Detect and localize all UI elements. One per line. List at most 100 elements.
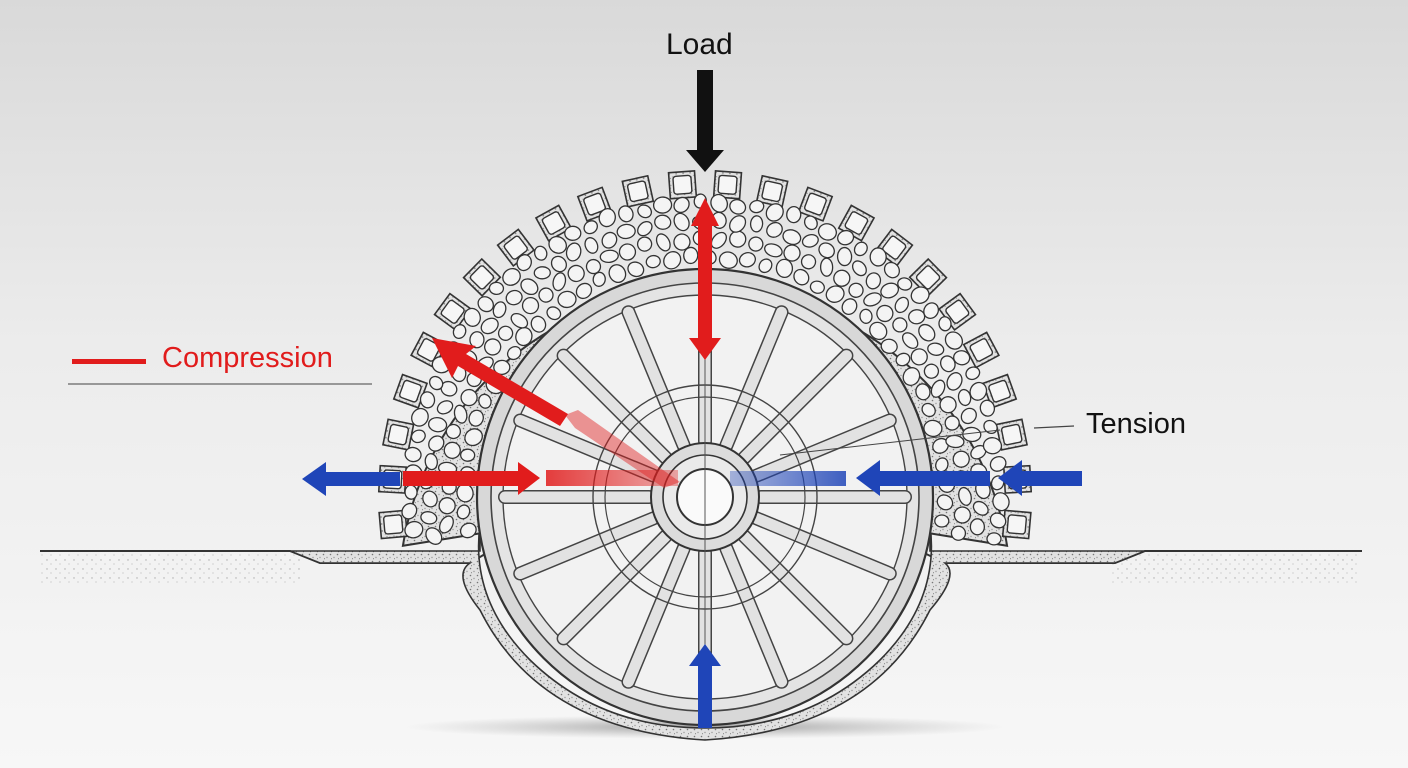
cobblestone bbox=[492, 301, 507, 319]
cobblestone bbox=[515, 326, 533, 347]
cobblestone bbox=[710, 231, 727, 249]
cobblestone bbox=[420, 511, 438, 525]
cobblestone bbox=[825, 285, 845, 303]
cobblestone bbox=[801, 233, 819, 248]
cobblestone bbox=[550, 255, 567, 273]
cobblestone bbox=[548, 235, 568, 254]
cobblestone bbox=[616, 223, 636, 240]
cobblestone bbox=[584, 237, 599, 254]
cobblestone bbox=[663, 251, 682, 270]
cobblestone bbox=[880, 338, 898, 354]
cobblestone bbox=[758, 258, 773, 274]
spoke bbox=[558, 531, 671, 644]
cobblestone bbox=[510, 312, 529, 329]
cobblestone bbox=[460, 388, 478, 407]
cobblestone bbox=[992, 492, 1010, 512]
cobblestone bbox=[841, 298, 858, 315]
cobblestone bbox=[516, 254, 532, 272]
cobblestone bbox=[782, 229, 802, 246]
spoke bbox=[720, 543, 788, 688]
cobblestone bbox=[765, 203, 784, 222]
cobblestone bbox=[583, 220, 598, 235]
arch-tooth bbox=[981, 373, 1018, 409]
cobblestone bbox=[927, 342, 945, 356]
cobblestone bbox=[729, 198, 747, 215]
cobblestone bbox=[944, 415, 960, 431]
cobblestone bbox=[585, 258, 602, 275]
cobblestone bbox=[438, 497, 456, 515]
cobblestone bbox=[654, 214, 672, 230]
cobblestone bbox=[452, 324, 467, 340]
cobblestone bbox=[655, 233, 671, 252]
cobblestone bbox=[459, 522, 477, 539]
ground bbox=[40, 550, 1362, 583]
cobblestone bbox=[464, 428, 483, 447]
cobblestone bbox=[944, 331, 964, 350]
cobblestone bbox=[748, 236, 764, 252]
cobblestone bbox=[422, 490, 438, 508]
cobblestone bbox=[627, 261, 645, 278]
cobblestone bbox=[738, 252, 757, 268]
cobblestone bbox=[895, 352, 911, 367]
cobblestone bbox=[427, 416, 448, 433]
arch-tooth bbox=[712, 170, 743, 200]
cobblestone bbox=[851, 260, 867, 277]
cobblestone bbox=[546, 306, 562, 321]
cobblestone bbox=[853, 241, 868, 257]
cobblestone bbox=[865, 272, 882, 290]
cobblestone bbox=[445, 423, 462, 440]
cobblestone bbox=[533, 245, 548, 261]
cobblestone bbox=[989, 512, 1007, 529]
tension-arrow-bottom bbox=[689, 644, 721, 728]
cobblestone bbox=[848, 282, 864, 298]
arch-tooth bbox=[667, 170, 698, 200]
cobblestone bbox=[766, 221, 783, 238]
cobblestone bbox=[552, 272, 567, 292]
cobblestone bbox=[710, 193, 729, 213]
cobblestone bbox=[936, 494, 954, 511]
cobblestone bbox=[428, 375, 444, 391]
spoke bbox=[558, 350, 671, 463]
cobblestone bbox=[859, 308, 873, 324]
cobblestone bbox=[729, 230, 747, 248]
cobblestone bbox=[404, 520, 424, 539]
cobblestone bbox=[869, 321, 888, 341]
cobblestone bbox=[683, 246, 699, 265]
tension-arrow-right bbox=[730, 460, 1082, 496]
cobblestone bbox=[958, 486, 972, 506]
cobblestone bbox=[910, 348, 928, 366]
arch-tooth bbox=[1001, 509, 1032, 540]
cobblestone bbox=[468, 409, 484, 427]
cobblestone bbox=[972, 500, 989, 516]
cobblestone bbox=[533, 266, 551, 280]
cobblestone bbox=[488, 281, 505, 296]
cobblestone bbox=[960, 407, 977, 425]
cobblestone bbox=[469, 331, 485, 349]
compression-arrows bbox=[68, 198, 721, 495]
arch-tooth bbox=[382, 418, 415, 451]
cobblestone bbox=[910, 286, 930, 304]
cobblestone bbox=[404, 446, 422, 463]
cobblestone bbox=[480, 317, 499, 335]
cobblestone bbox=[599, 249, 619, 264]
cobblestone bbox=[565, 242, 582, 262]
cobblestone bbox=[592, 271, 606, 287]
cobblestone bbox=[869, 247, 887, 267]
cobblestone bbox=[521, 296, 540, 315]
cobblestone bbox=[497, 325, 514, 341]
cobblestone bbox=[598, 208, 616, 228]
spoke bbox=[720, 306, 788, 451]
cobblestone bbox=[564, 225, 582, 241]
cobblestone bbox=[901, 332, 919, 349]
cobblestone bbox=[946, 372, 963, 391]
cobblestone bbox=[618, 243, 637, 261]
cobblestone bbox=[410, 429, 426, 444]
cobblestone bbox=[520, 278, 539, 296]
arch-tooth bbox=[797, 186, 834, 222]
arch-tooth bbox=[755, 174, 789, 208]
cobblestone bbox=[836, 246, 853, 267]
cobblestone bbox=[652, 196, 673, 214]
spoke bbox=[622, 543, 690, 688]
cobblestone bbox=[411, 407, 429, 427]
load-arrow bbox=[686, 70, 724, 172]
